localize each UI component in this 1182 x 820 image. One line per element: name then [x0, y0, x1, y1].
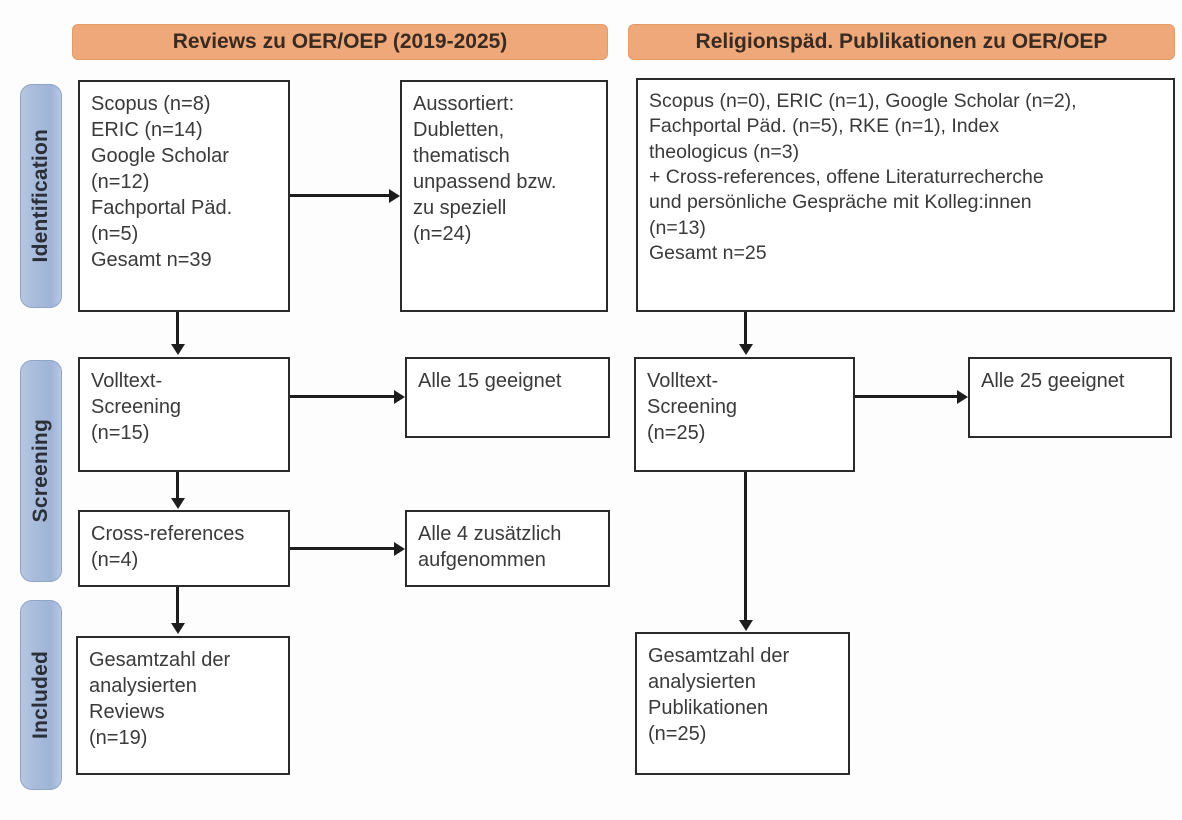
stage-label-identification: Identification [29, 129, 52, 263]
arrowhead-left-fulltext-to-result [394, 389, 405, 404]
connector-left-crossrefs-to-result [290, 547, 394, 550]
arrowhead-right-ident-to-fulltext [738, 344, 753, 355]
arrowhead-left-ident-to-excluded [389, 188, 400, 203]
arrowhead-left-ident-to-fulltext [170, 344, 185, 355]
box-left-excluded: Aussortiert: Dubletten, thematisch unpas… [400, 80, 608, 312]
box-left-included: Gesamtzahl der analysierten Reviews (n=1… [76, 636, 290, 775]
connector-right-ident-to-fulltext [744, 312, 747, 344]
stage-label-screening: Screening [29, 419, 52, 523]
box-left-fulltext-result: Alle 15 geeignet [405, 357, 610, 438]
stage-pill-identification: Identification [20, 84, 62, 308]
connector-left-crossrefs-to-included [176, 587, 179, 623]
arrowhead-left-crossrefs-to-included [170, 623, 185, 634]
stage-pill-included: Included [20, 600, 62, 790]
connector-left-fulltext-to-crossrefs [176, 472, 179, 498]
arrowhead-left-fulltext-to-crossrefs [170, 498, 185, 509]
stage-label-included: Included [29, 651, 52, 739]
arrowhead-right-fulltext-to-result [957, 389, 968, 404]
connector-left-ident-to-fulltext [176, 312, 179, 344]
box-left-fulltext-screening: Volltext- Screening (n=15) [78, 357, 290, 472]
box-left-crossrefs-result: Alle 4 zusätzlich aufgenommen [405, 510, 610, 587]
connector-right-fulltext-to-included [744, 472, 747, 620]
column-header-reviews: Reviews zu OER/OEP (2019-2025) [72, 24, 608, 60]
box-right-fulltext-result: Alle 25 geeignet [968, 357, 1172, 438]
column-header-publikationen: Religionspäd. Publikationen zu OER/OEP [628, 24, 1175, 60]
connector-right-fulltext-to-result [855, 395, 957, 398]
box-left-identification-sources: Scopus (n=8) ERIC (n=14) Google Scholar … [78, 80, 290, 312]
connector-left-fulltext-to-result [290, 395, 394, 398]
stage-pill-screening: Screening [20, 360, 62, 582]
box-right-included: Gesamtzahl der analysierten Publikatione… [635, 632, 850, 775]
arrowhead-right-fulltext-to-included [738, 620, 753, 631]
box-right-fulltext-screening: Volltext- Screening (n=25) [634, 357, 855, 472]
connector-left-ident-to-excluded [290, 194, 389, 197]
arrowhead-left-crossrefs-to-result [394, 541, 405, 556]
box-right-identification-sources: Scopus (n=0), ERIC (n=1), Google Scholar… [636, 78, 1175, 312]
box-left-crossrefs: Cross-references (n=4) [78, 510, 290, 587]
